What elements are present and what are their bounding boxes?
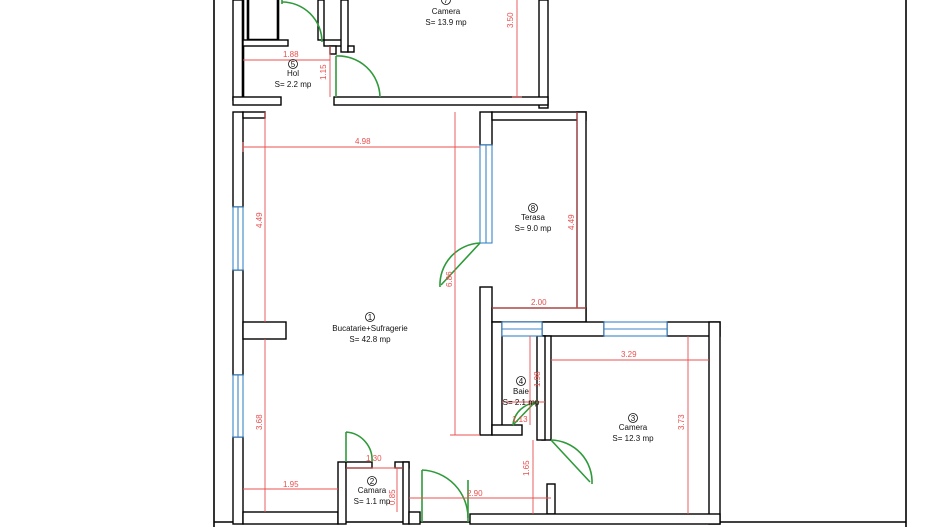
room2-number: 2 xyxy=(370,477,375,486)
room1-number: 1 xyxy=(368,313,373,322)
door-baie-swing xyxy=(512,402,538,426)
dim-living-lower-height: 3.68 xyxy=(255,414,264,430)
room7-number: 7 xyxy=(444,0,449,5)
dim-terasa-height: 4.49 xyxy=(567,214,576,230)
room4-area: S= 2.1 mp xyxy=(503,398,540,407)
door-entrance-swing xyxy=(421,469,469,519)
room5-name: Hol xyxy=(287,69,299,78)
dim-hall-height: 1.65 xyxy=(522,460,531,476)
room5-area: S= 2.2 mp xyxy=(275,80,312,89)
door-hol-swing xyxy=(335,55,381,98)
room3-area: S= 12.3 mp xyxy=(612,434,654,443)
room7-area: S= 13.9 mp xyxy=(425,18,467,27)
room4-number: 4 xyxy=(519,377,524,386)
windows xyxy=(232,144,668,438)
door-terasa-swing xyxy=(439,242,481,288)
room2-area: S= 1.1 mp xyxy=(354,497,391,506)
room7-name: Camera xyxy=(432,7,461,16)
dimension-lines xyxy=(242,0,709,514)
door-camera3-swing xyxy=(550,439,593,485)
room8-number: 8 xyxy=(531,204,536,213)
dim-camera3-width: 3.29 xyxy=(621,350,637,359)
dim-baie-width: 1.13 xyxy=(512,415,528,424)
room-labels: 7 Camera S= 13.9 mp 5 Hol S= 2.2 mp 8 Te… xyxy=(275,0,654,506)
dimension-labels: 1.88 1.15 3.50 4.98 4.49 3.68 6.86 4.49 … xyxy=(255,12,686,505)
doors xyxy=(281,0,593,522)
room4-name: Baie xyxy=(513,387,530,396)
door-camera7-swing xyxy=(281,1,323,43)
dim-living-width: 4.98 xyxy=(355,137,371,146)
dim-terasa-width: 2.00 xyxy=(531,298,547,307)
dim-bottom-mid: 2.90 xyxy=(467,489,483,498)
dim-camara-height: 0.85 xyxy=(388,489,397,505)
dim-living-upper-height: 4.49 xyxy=(255,212,264,228)
dim-bottom-left: 1.95 xyxy=(283,480,299,489)
room8-name: Terasa xyxy=(521,213,546,222)
dim-baie-height: 1.98 xyxy=(533,371,542,387)
dim-camara-width: 1.30 xyxy=(366,454,382,463)
room3-name: Camera xyxy=(619,423,648,432)
dim-hol-width: 1.88 xyxy=(283,50,299,59)
room1-name: Bucatarie+Sufragerie xyxy=(332,324,408,333)
door-camara-swing xyxy=(345,431,373,463)
dim-living-partition: 6.86 xyxy=(445,271,454,287)
dim-hol-height: 1.15 xyxy=(319,64,328,80)
room1-area: S= 42.8 mp xyxy=(349,335,391,344)
dim-camera3-height: 3.73 xyxy=(677,414,686,430)
walls xyxy=(232,0,721,525)
room8-area: S= 9.0 mp xyxy=(515,224,552,233)
room3-number: 3 xyxy=(631,414,636,423)
dim-camera7-height: 3.50 xyxy=(506,12,515,28)
room5-number: 5 xyxy=(291,60,296,69)
room2-name: Camara xyxy=(358,486,387,495)
